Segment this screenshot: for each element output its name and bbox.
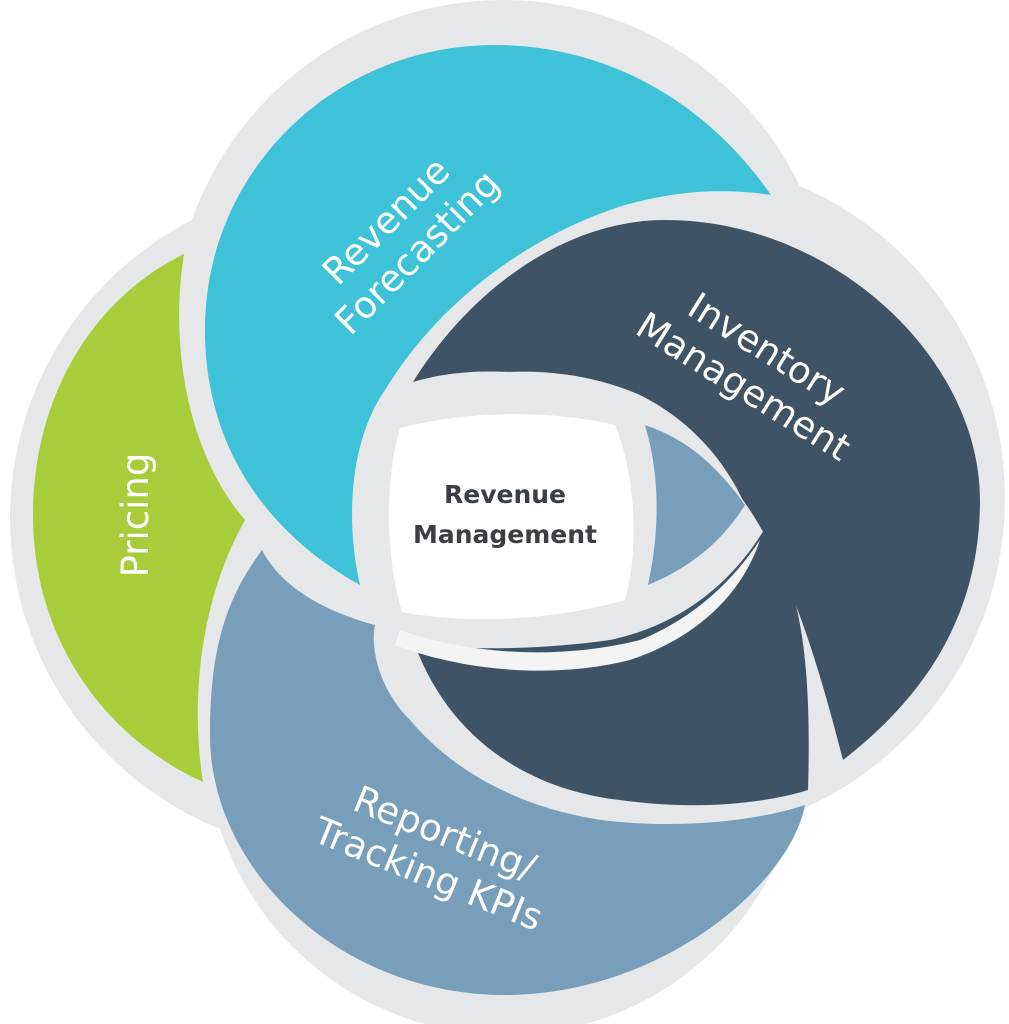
- pricing-label: Pricing: [114, 453, 157, 578]
- center-label-group: Revenue Management: [413, 480, 597, 549]
- reporting-segment[interactable]: [210, 550, 805, 995]
- pricing-label-group: Pricing: [114, 453, 157, 578]
- inner-ring-band: [380, 371, 745, 505]
- center-label-line1: Revenue: [444, 480, 566, 509]
- center-hub: [388, 414, 634, 620]
- inner-wedge: [645, 425, 745, 585]
- center-label-line2: Management: [413, 520, 597, 549]
- forecasting-segment[interactable]: [205, 45, 771, 585]
- pricing-segment[interactable]: [33, 254, 245, 782]
- inner-ring-band-lower: [395, 540, 760, 671]
- inventory-segment[interactable]: [413, 220, 980, 760]
